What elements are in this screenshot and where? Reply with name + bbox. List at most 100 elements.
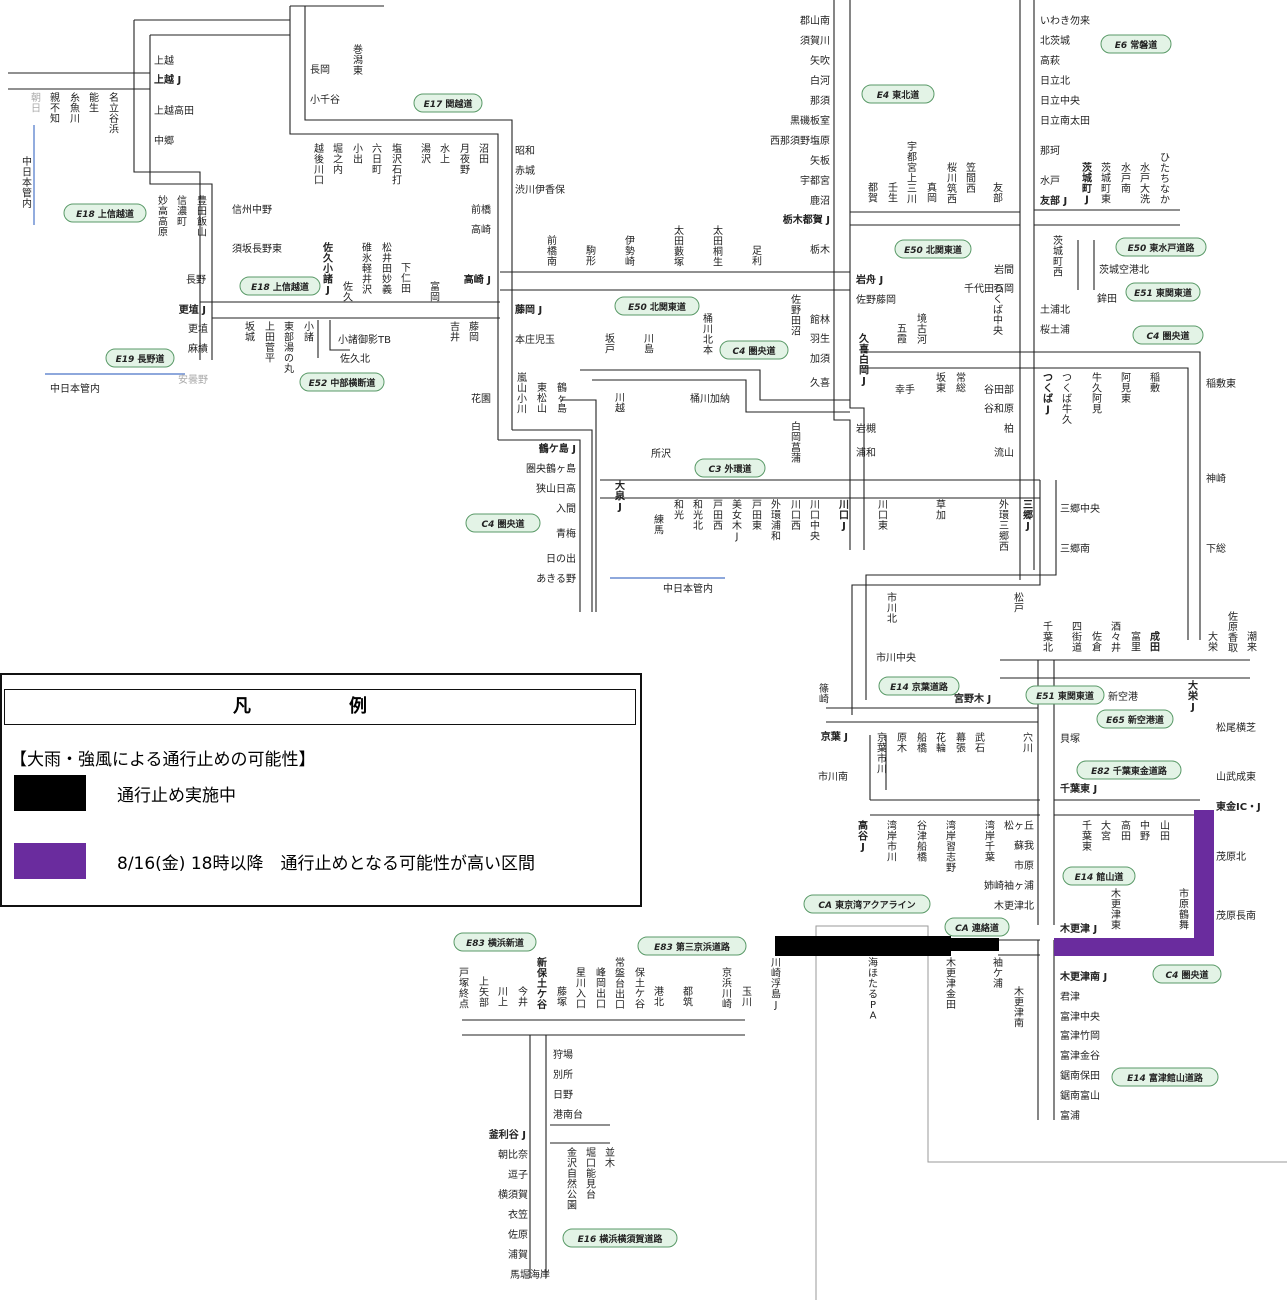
ic-label: 港南台: [553, 1108, 583, 1121]
ic-label: 小出: [353, 143, 363, 166]
ic-label: 佐久: [343, 281, 353, 304]
ic-label: 船橋: [917, 731, 927, 755]
legend-heading: 【大雨・強風による通行止めの可能性】: [10, 750, 316, 770]
ic-label: 境古河: [917, 312, 927, 346]
ic-label: 蘇我: [1014, 839, 1034, 852]
ic-label: 湾岸千葉: [985, 819, 995, 864]
ic-label: 高田: [1121, 819, 1131, 843]
ic-label: 幸手: [895, 383, 915, 396]
ic-label: 渋川伊香保: [515, 183, 565, 196]
route-e65: E65 新空港道: [1096, 709, 1174, 729]
ic-label: 三郷南: [1060, 542, 1090, 555]
svg-text:CA 連絡道: CA 連絡道: [955, 922, 999, 934]
ic-label: 穴川: [1023, 731, 1033, 755]
route-c3: C3 外環道: [694, 458, 766, 478]
ic-label: 須賀川: [800, 35, 830, 47]
ic-label: 小千谷: [310, 94, 340, 106]
ic-label: いわき勿来: [1040, 15, 1090, 27]
route-e4: E4 東北道: [861, 84, 935, 104]
route-e50-c: E50 東水戸道路: [1115, 237, 1207, 257]
ic-label: 糸魚川: [70, 92, 80, 125]
ic-label: 星川入口: [576, 967, 586, 1011]
ic-label: 越後川口: [314, 142, 324, 187]
ic-label: 坂東: [936, 372, 946, 395]
ic-label: 酒々井: [1111, 621, 1121, 654]
ic-label: 稲敷: [1150, 372, 1160, 395]
ic-label: 昭和: [515, 145, 535, 157]
ic-label: 篠崎: [819, 682, 829, 706]
ic-label: 君津: [1060, 991, 1080, 1003]
ic-label: 友部: [993, 181, 1003, 205]
ic-label: 吉井: [450, 321, 460, 344]
route-c4-d: C4 圏央道: [1152, 964, 1222, 984]
ic-label: 中野: [1140, 819, 1150, 843]
ic-label: 藤岡: [469, 321, 479, 344]
ic-label: 堀之内: [333, 143, 343, 176]
junction-label: 木更津 J: [1059, 922, 1097, 935]
ic-label: 川口西: [791, 500, 801, 532]
boundary-label: 中日本管内: [22, 155, 32, 210]
svg-text:E50 東水戸道路: E50 東水戸道路: [1128, 242, 1196, 254]
ic-label: 松尾横芝: [1216, 721, 1256, 734]
ic-label: 保土ケ谷: [635, 966, 645, 1011]
ic-label: 茨城町西: [1053, 234, 1063, 279]
ic-label: 松ヶ丘: [1004, 819, 1034, 832]
ic-label: 長野: [186, 274, 206, 286]
ic-label: 常総: [956, 371, 966, 395]
route-e14-b: E14 館山道: [1062, 866, 1136, 886]
ic-label: 久喜: [810, 376, 830, 389]
ic-label: 日野: [553, 1089, 573, 1101]
junction-label: 藤岡 J: [515, 303, 542, 316]
boundary-label: 中日本管内: [663, 582, 713, 595]
ic-label: 桶川北本: [703, 312, 713, 357]
ic-label: 太田藪塚: [674, 224, 684, 269]
ic-label: 千代田石岡: [964, 283, 1014, 295]
ic-label: 鉾田: [1097, 292, 1117, 305]
ic-label: 都賀: [868, 182, 878, 205]
ic-label: 圏央鶴ヶ島: [526, 462, 576, 475]
ic-label: 花輪: [936, 731, 946, 755]
ic-label: 千葉東: [1082, 820, 1092, 853]
route-e6: E6 常磐道: [1100, 34, 1172, 54]
ic-label: 湯沢: [421, 142, 431, 166]
ic-label: 中郷: [154, 134, 174, 147]
ic-label: 茂原北: [1216, 850, 1246, 863]
ic-label: 戸田西: [713, 499, 723, 532]
svg-text:C4 圏央道: C4 圏央道: [1165, 969, 1208, 981]
ic-label: 富浦: [1060, 1109, 1080, 1122]
ic-label: 朝比奈: [498, 1148, 528, 1161]
ic-label: 成田: [1150, 630, 1160, 654]
ic-label: 信州中野: [232, 203, 272, 216]
ic-label: 和光: [674, 499, 684, 522]
ic-label: 都筑: [683, 986, 693, 1009]
ic-label: 藤塚: [557, 986, 567, 1009]
ic-label: 常盤台出口: [615, 956, 625, 1011]
ic-label: 西那須野塩原: [770, 134, 830, 147]
svg-text:E50 北関東道: E50 北関東道: [628, 301, 686, 313]
ic-label: 館林: [810, 313, 830, 326]
ic-label: 阿見東: [1121, 372, 1131, 405]
ic-label: 白岡菖蒲: [791, 420, 801, 465]
ic-label: 木更津北: [994, 900, 1034, 912]
ic-label: 幕張: [956, 731, 966, 755]
ic-label: 下仁田: [401, 263, 411, 295]
ic-label: 外環三郷西: [999, 499, 1009, 553]
ic-label: 豊田飯山: [197, 194, 207, 239]
ic-label: 川島: [644, 334, 654, 356]
route-e50-a: E50 北関東道: [894, 239, 972, 259]
admin-boundaries: [33, 125, 725, 579]
ic-label: 馬堀海岸: [510, 1268, 550, 1281]
ic-label: 上越高田: [154, 104, 194, 117]
ic-label: 川口中央: [810, 500, 820, 543]
ic-label: 川上: [498, 987, 508, 1009]
ic-label: 白河: [810, 74, 830, 87]
route-e83-b: E83 第三京浜道路: [637, 936, 747, 956]
ic-label: 富津竹岡: [1060, 1029, 1100, 1042]
svg-text:E18 上信越道: E18 上信越道: [76, 208, 134, 220]
ic-label: 桜川筑西: [947, 161, 957, 206]
